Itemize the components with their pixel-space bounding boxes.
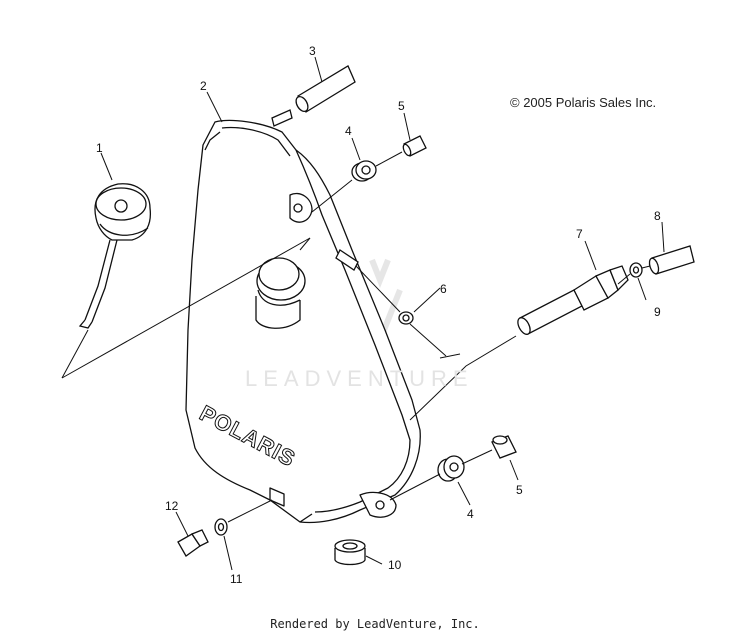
callout-7: 7 [576,227,583,241]
fuel-outlet-clamp [335,249,414,325]
callout-6: 6 [440,282,447,296]
render-credit: Rendered by LeadVenture, Inc. [270,617,480,631]
grommet-lower [437,455,465,482]
fuel-tank [185,119,421,524]
assembly-lines [61,56,665,571]
fuel-cap [78,183,152,329]
bushing-upper [402,135,427,157]
vent-hose [271,65,356,127]
washer-9 [629,262,643,278]
callout-5-upper: 5 [398,99,405,113]
callout-8: 8 [654,209,661,223]
drain-plug [177,529,209,557]
watermark-text: LEADVENTURE [245,366,474,391]
fuel-hose [648,245,695,275]
callout-4-upper: 4 [345,124,352,138]
callout-10: 10 [388,558,402,572]
callout-12: 12 [165,499,179,513]
fuel-valve [517,265,629,335]
callout-1: 1 [96,141,103,155]
callout-2: 2 [200,79,207,93]
grommet-10 [334,539,366,566]
callout-3: 3 [309,44,316,58]
copyright-notice: © 2005 Polaris Sales Inc. [510,95,657,110]
callout-9: 9 [654,305,661,319]
callout-5-lower: 5 [516,483,523,497]
callout-11: 11 [230,572,243,586]
bushing-lower [491,435,517,459]
callout-labels: 1 2 3 4 5 6 7 8 9 4 5 10 11 12 [96,44,661,586]
washer-11 [214,518,228,536]
grommet-upper [351,160,377,182]
callout-4-lower: 4 [467,507,474,521]
